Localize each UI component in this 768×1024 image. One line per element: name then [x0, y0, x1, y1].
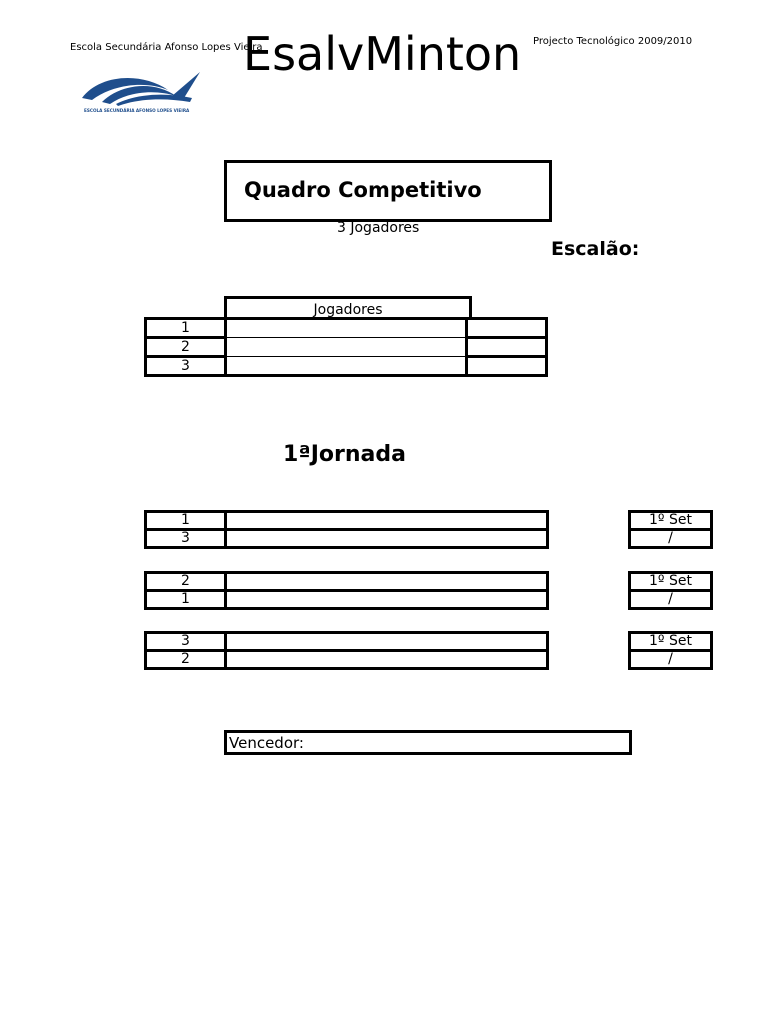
- match-table: 3 2: [144, 631, 549, 670]
- set-label: 1º Set: [628, 510, 713, 531]
- school-logo: ESCOLA SECUNDÁRIA AFONSO LOPES VIEIRA: [82, 72, 200, 113]
- school-name: Escola Secundária Afonso Lopes Vieira: [70, 42, 263, 53]
- set-score-cell[interactable]: /: [628, 589, 713, 610]
- match-player-number: 1: [144, 510, 227, 531]
- set-score-table: 1º Set /: [628, 571, 713, 610]
- match-player-name-cell[interactable]: [224, 510, 549, 531]
- table-row: 1: [144, 589, 549, 610]
- match-table: 1 3: [144, 510, 549, 549]
- match-player-name-cell[interactable]: [224, 649, 549, 670]
- set-label: 1º Set: [628, 631, 713, 652]
- jornada-heading: 1ªJornada: [283, 442, 406, 467]
- player-name-cell[interactable]: [224, 337, 468, 357]
- player-name-cell[interactable]: [224, 356, 468, 377]
- match-player-name-cell[interactable]: [224, 528, 549, 549]
- table-row: 3: [144, 631, 549, 652]
- player-extra-cell[interactable]: [465, 336, 548, 358]
- player-number: 1: [144, 317, 227, 339]
- player-number: 2: [144, 336, 227, 358]
- table-row: 1: [144, 317, 548, 339]
- match-player-name-cell[interactable]: [224, 571, 549, 592]
- winner-box[interactable]: Vencedor:: [224, 730, 632, 755]
- player-number: 3: [144, 355, 227, 377]
- player-extra-cell[interactable]: [465, 317, 548, 339]
- match-player-number: 3: [144, 631, 227, 652]
- match-player-name-cell[interactable]: [224, 589, 549, 610]
- set-label: 1º Set: [628, 571, 713, 592]
- match-player-number: 2: [144, 649, 227, 670]
- table-row: 1: [144, 510, 549, 531]
- match-player-number: 3: [144, 528, 227, 549]
- title-box: Quadro Competitivo: [224, 160, 552, 222]
- brand-title: EsalvMinton: [243, 27, 522, 81]
- escalao-label: Escalão:: [551, 238, 640, 260]
- table-row: 2: [144, 336, 548, 358]
- match-player-name-cell[interactable]: [224, 631, 549, 652]
- table-row: 2: [144, 649, 549, 670]
- player-name-cell[interactable]: [224, 317, 468, 338]
- project-label: Projecto Tecnológico 2009/2010: [533, 36, 693, 47]
- match-table: 2 1: [144, 571, 549, 610]
- set-score-table: 1º Set /: [628, 510, 713, 549]
- match-player-number: 2: [144, 571, 227, 592]
- match-player-number: 1: [144, 589, 227, 610]
- table-row: 3: [144, 355, 548, 377]
- subtitle: 3 Jogadores: [337, 220, 420, 236]
- winner-label: Vencedor:: [229, 734, 304, 752]
- set-score-cell[interactable]: /: [628, 649, 713, 670]
- page-title: Quadro Competitivo: [244, 178, 482, 202]
- table-row: 2: [144, 571, 549, 592]
- logo-lettering: ESCOLA SECUNDÁRIA AFONSO LOPES VIEIRA: [84, 108, 190, 113]
- player-extra-cell[interactable]: [465, 355, 548, 377]
- players-table: 1 2 3: [144, 317, 548, 377]
- set-score-cell[interactable]: /: [628, 528, 713, 549]
- set-score-table: 1º Set /: [628, 631, 713, 670]
- table-row: 3: [144, 528, 549, 549]
- players-header: Jogadores: [224, 296, 472, 320]
